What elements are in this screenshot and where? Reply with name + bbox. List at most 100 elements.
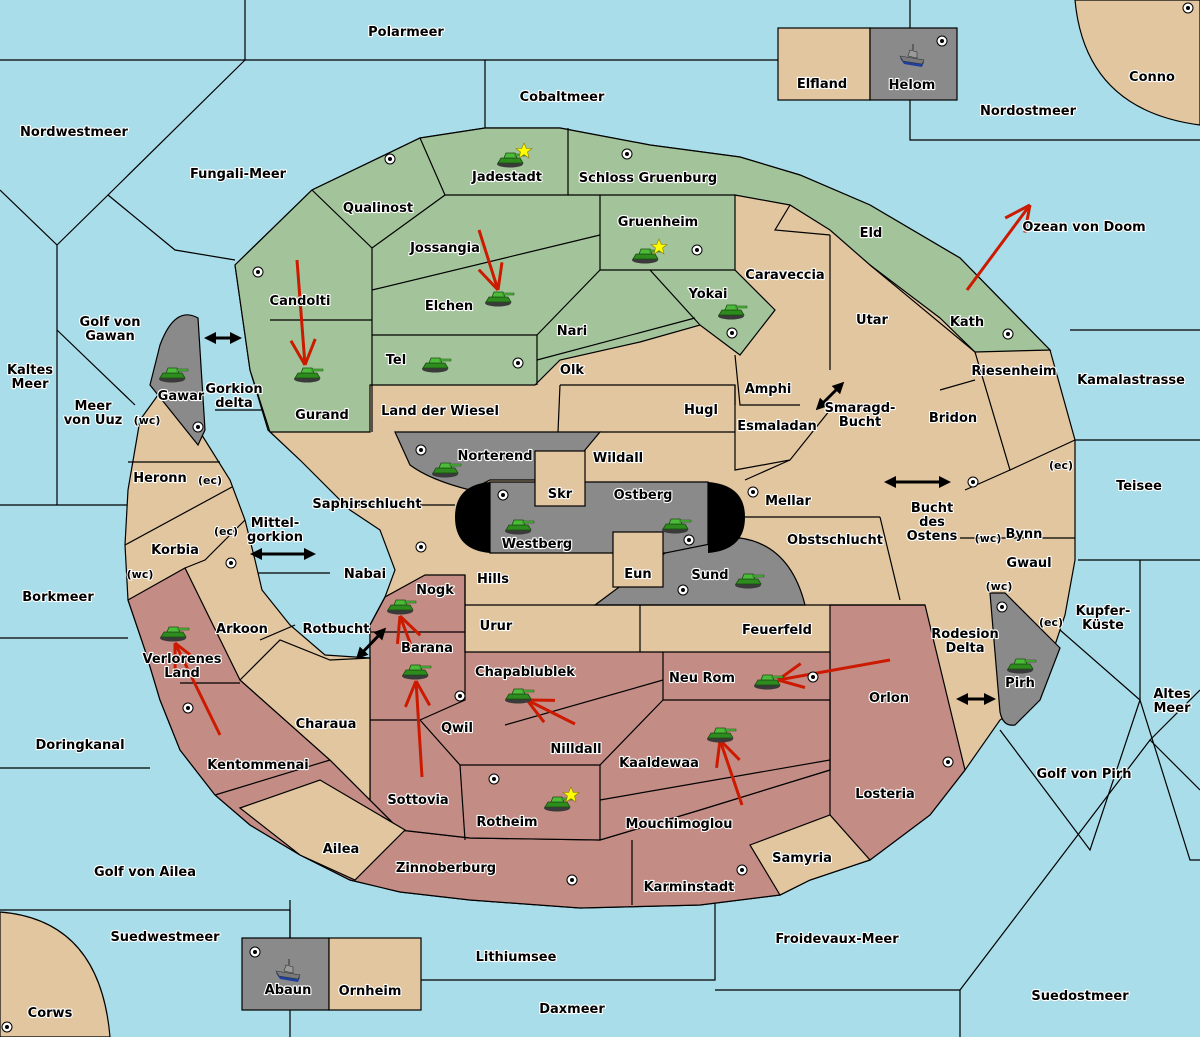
order-arrow-kentommenai-to-verlorenes-land: [173, 641, 222, 736]
coast-label: (ec): [1049, 459, 1073, 472]
supply-center-icon: [384, 153, 396, 165]
label-rotheim: Rotheim: [476, 815, 537, 830]
supply-center-icon: [488, 773, 500, 785]
territory-elfland[interactable]: [777, 27, 871, 101]
order-arrow-mouchimoglou-to-kaaldewaa: [715, 738, 744, 806]
label-heronn: Heronn: [133, 471, 187, 486]
label-pirh: Pirh: [1005, 676, 1035, 691]
supply-center-icon: [1002, 328, 1014, 340]
label-nilldall: Nilldall: [550, 742, 601, 757]
label-sund: Sund: [691, 568, 728, 583]
label-olk: Olk: [560, 363, 585, 378]
label-ailea: Ailea: [323, 842, 360, 857]
territory-samyria[interactable]: [749, 814, 872, 896]
order-arrows: [173, 203, 1032, 806]
label-kamalastrasse: Kamalastrasse: [1077, 373, 1185, 388]
territory-ailea[interactable]: [238, 779, 406, 881]
label-mittel-gorkion: Mittel-gorkion: [247, 516, 303, 545]
label-esmaladan: Esmaladan: [737, 419, 817, 434]
land-borders: [124, 128, 1076, 905]
label-norterend: Norterend: [457, 449, 532, 464]
label-jadestadt: Jadestadt: [471, 170, 542, 185]
supply-center-icon: [566, 874, 578, 886]
label-borkmeer: Borkmeer: [22, 590, 94, 605]
territory-skr[interactable]: [534, 450, 586, 507]
coast-label: (wc): [975, 532, 1002, 545]
supply-center-icon: [936, 35, 948, 47]
label-lithiumsee: Lithiumsee: [476, 950, 557, 965]
coast-label: (wc): [127, 568, 154, 581]
territory-conno[interactable]: [1074, 0, 1200, 126]
label-qwil: Qwil: [441, 721, 473, 736]
label-hugl: Hugl: [684, 403, 718, 418]
supply-center-icon: [736, 864, 748, 876]
supply-center-icon: [1, 1021, 13, 1033]
label-kentommenai: Kentommenai: [207, 758, 308, 773]
label-zinnoberburg: Zinnoberburg: [396, 861, 496, 876]
green-power-region: [234, 127, 1052, 433]
label-golf-von-ailea: Golf von Ailea: [94, 865, 196, 880]
label-gurand: Gurand: [295, 408, 349, 423]
order-arrow-nilldall-to-chapablublek: [525, 698, 576, 726]
order-arrow-sottovia-to-barana: [404, 680, 432, 778]
label-jossangia: Jossangia: [409, 241, 480, 256]
label-polarmeer: Polarmeer: [368, 25, 444, 40]
label-ostberg: Ostberg: [614, 488, 673, 503]
territory-ornheim[interactable]: [328, 937, 422, 1011]
supply-center-icon: [677, 584, 689, 596]
label-orlon: Orlon: [869, 691, 909, 706]
supply-center-icon: [1182, 2, 1194, 14]
label-charaua: Charaua: [296, 717, 357, 732]
label-hills: Hills: [477, 572, 509, 587]
label-arkoon: Arkoon: [216, 622, 268, 637]
supply-center-icon: [225, 557, 237, 569]
supply-center-icon: [252, 266, 264, 278]
label-gawar: Gawar: [158, 389, 205, 404]
label-suedwestmeer: Suedwestmeer: [110, 930, 220, 945]
label-gruenheim: Gruenheim: [618, 215, 698, 230]
red-power-core: [369, 574, 831, 841]
label-daxmeer: Daxmeer: [539, 1002, 605, 1017]
label-riesenheim: Riesenheim: [971, 364, 1056, 379]
label-cobaltmeer: Cobaltmeer: [520, 90, 605, 105]
label-nordostmeer: Nordostmeer: [980, 104, 1077, 119]
label-losteria: Losteria: [855, 787, 915, 802]
supply-center-icon: [691, 244, 703, 256]
order-arrow-candolti-to-gurand: [289, 259, 317, 366]
label-golf-von-pirh: Golf von Pirh: [1036, 767, 1131, 782]
supply-center-icon: [807, 671, 819, 683]
supply-center-icon: [512, 357, 524, 369]
supply-center-icon: [415, 444, 427, 456]
label-wildall: Wildall: [593, 451, 643, 466]
label-rotbucht: Rotbucht: [303, 622, 370, 637]
label-elfland: Elfland: [797, 77, 847, 92]
supply-center-icon: [497, 489, 509, 501]
label-nari: Nari: [557, 324, 588, 339]
label-barana: Barana: [401, 641, 453, 656]
territory-eun[interactable]: [612, 531, 664, 588]
order-arrow-jossangia-to-elchen: [477, 229, 504, 292]
label-neu-rom: Neu Rom: [669, 671, 735, 686]
label-yokai: Yokai: [687, 287, 727, 302]
label-abaun: Abaun: [265, 983, 312, 998]
label-utar: Utar: [856, 313, 889, 328]
label-karminstadt: Karminstadt: [644, 880, 735, 895]
label-doringkanal: Doringkanal: [35, 738, 124, 753]
territory-labels: PolarmeerCobaltmeerNordwestmeerFungali-M…: [6, 24, 1192, 1022]
coast-label: (ec): [1039, 616, 1063, 629]
label-gwaul: Gwaul: [1006, 556, 1051, 571]
label-qualinost: Qualinost: [343, 201, 413, 216]
label-mouchimoglou: Mouchimoglou: [626, 817, 733, 832]
label-nabai: Nabai: [344, 567, 386, 582]
coast-label: (ec): [214, 525, 238, 538]
label-saphirschlucht: Saphirschlucht: [312, 497, 421, 512]
canal-arrows: [204, 332, 996, 705]
territory-corws[interactable]: [0, 911, 111, 1037]
label-suedostmeer: Suedostmeer: [1031, 989, 1129, 1004]
